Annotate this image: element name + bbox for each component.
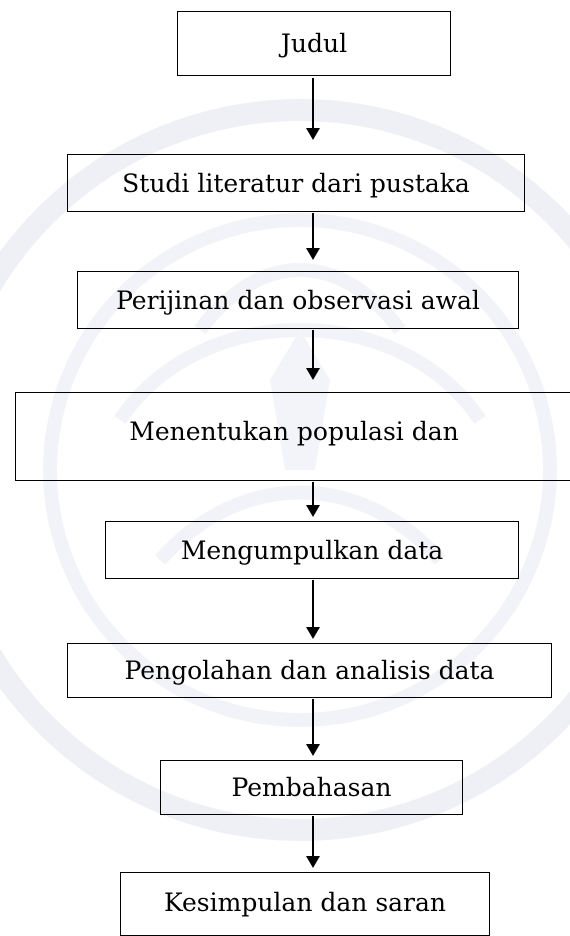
- arrow-5: [306, 580, 320, 639]
- step-kesimpulan-saran-label: Kesimpulan dan saran: [163, 888, 447, 917]
- step-menentukan-populasi: Menentukan populasi dan: [15, 392, 570, 481]
- step-mengumpulkan-data: Mengumpulkan data: [105, 521, 519, 579]
- step-menentukan-populasi-label: Menentukan populasi dan: [129, 417, 459, 446]
- step-judul-label: Judul: [280, 29, 348, 58]
- step-judul: Judul: [177, 11, 451, 76]
- step-studi-literatur-label: Studi literatur dari pustaka: [122, 168, 470, 198]
- step-pengolahan-analisis: Pengolahan dan analisis data: [67, 643, 552, 698]
- step-kesimpulan-saran: Kesimpulan dan saran: [120, 872, 490, 936]
- step-pembahasan-label: Pembahasan: [231, 773, 392, 802]
- step-pembahasan: Pembahasan: [160, 760, 463, 815]
- step-perijinan-label: Perijinan dan observasi awal: [116, 285, 480, 315]
- arrow-4: [306, 482, 320, 517]
- arrow-7: [306, 816, 320, 868]
- step-studi-literatur: Studi literatur dari pustaka: [67, 154, 525, 212]
- arrow-6: [306, 699, 320, 756]
- step-perijinan: Perijinan dan observasi awal: [77, 271, 519, 329]
- arrow-1: [306, 78, 320, 140]
- step-mengumpulkan-data-label: Mengumpulkan data: [180, 535, 444, 565]
- arrow-3: [306, 330, 320, 380]
- arrow-2: [306, 213, 320, 260]
- step-pengolahan-analisis-label: Pengolahan dan analisis data: [124, 656, 495, 685]
